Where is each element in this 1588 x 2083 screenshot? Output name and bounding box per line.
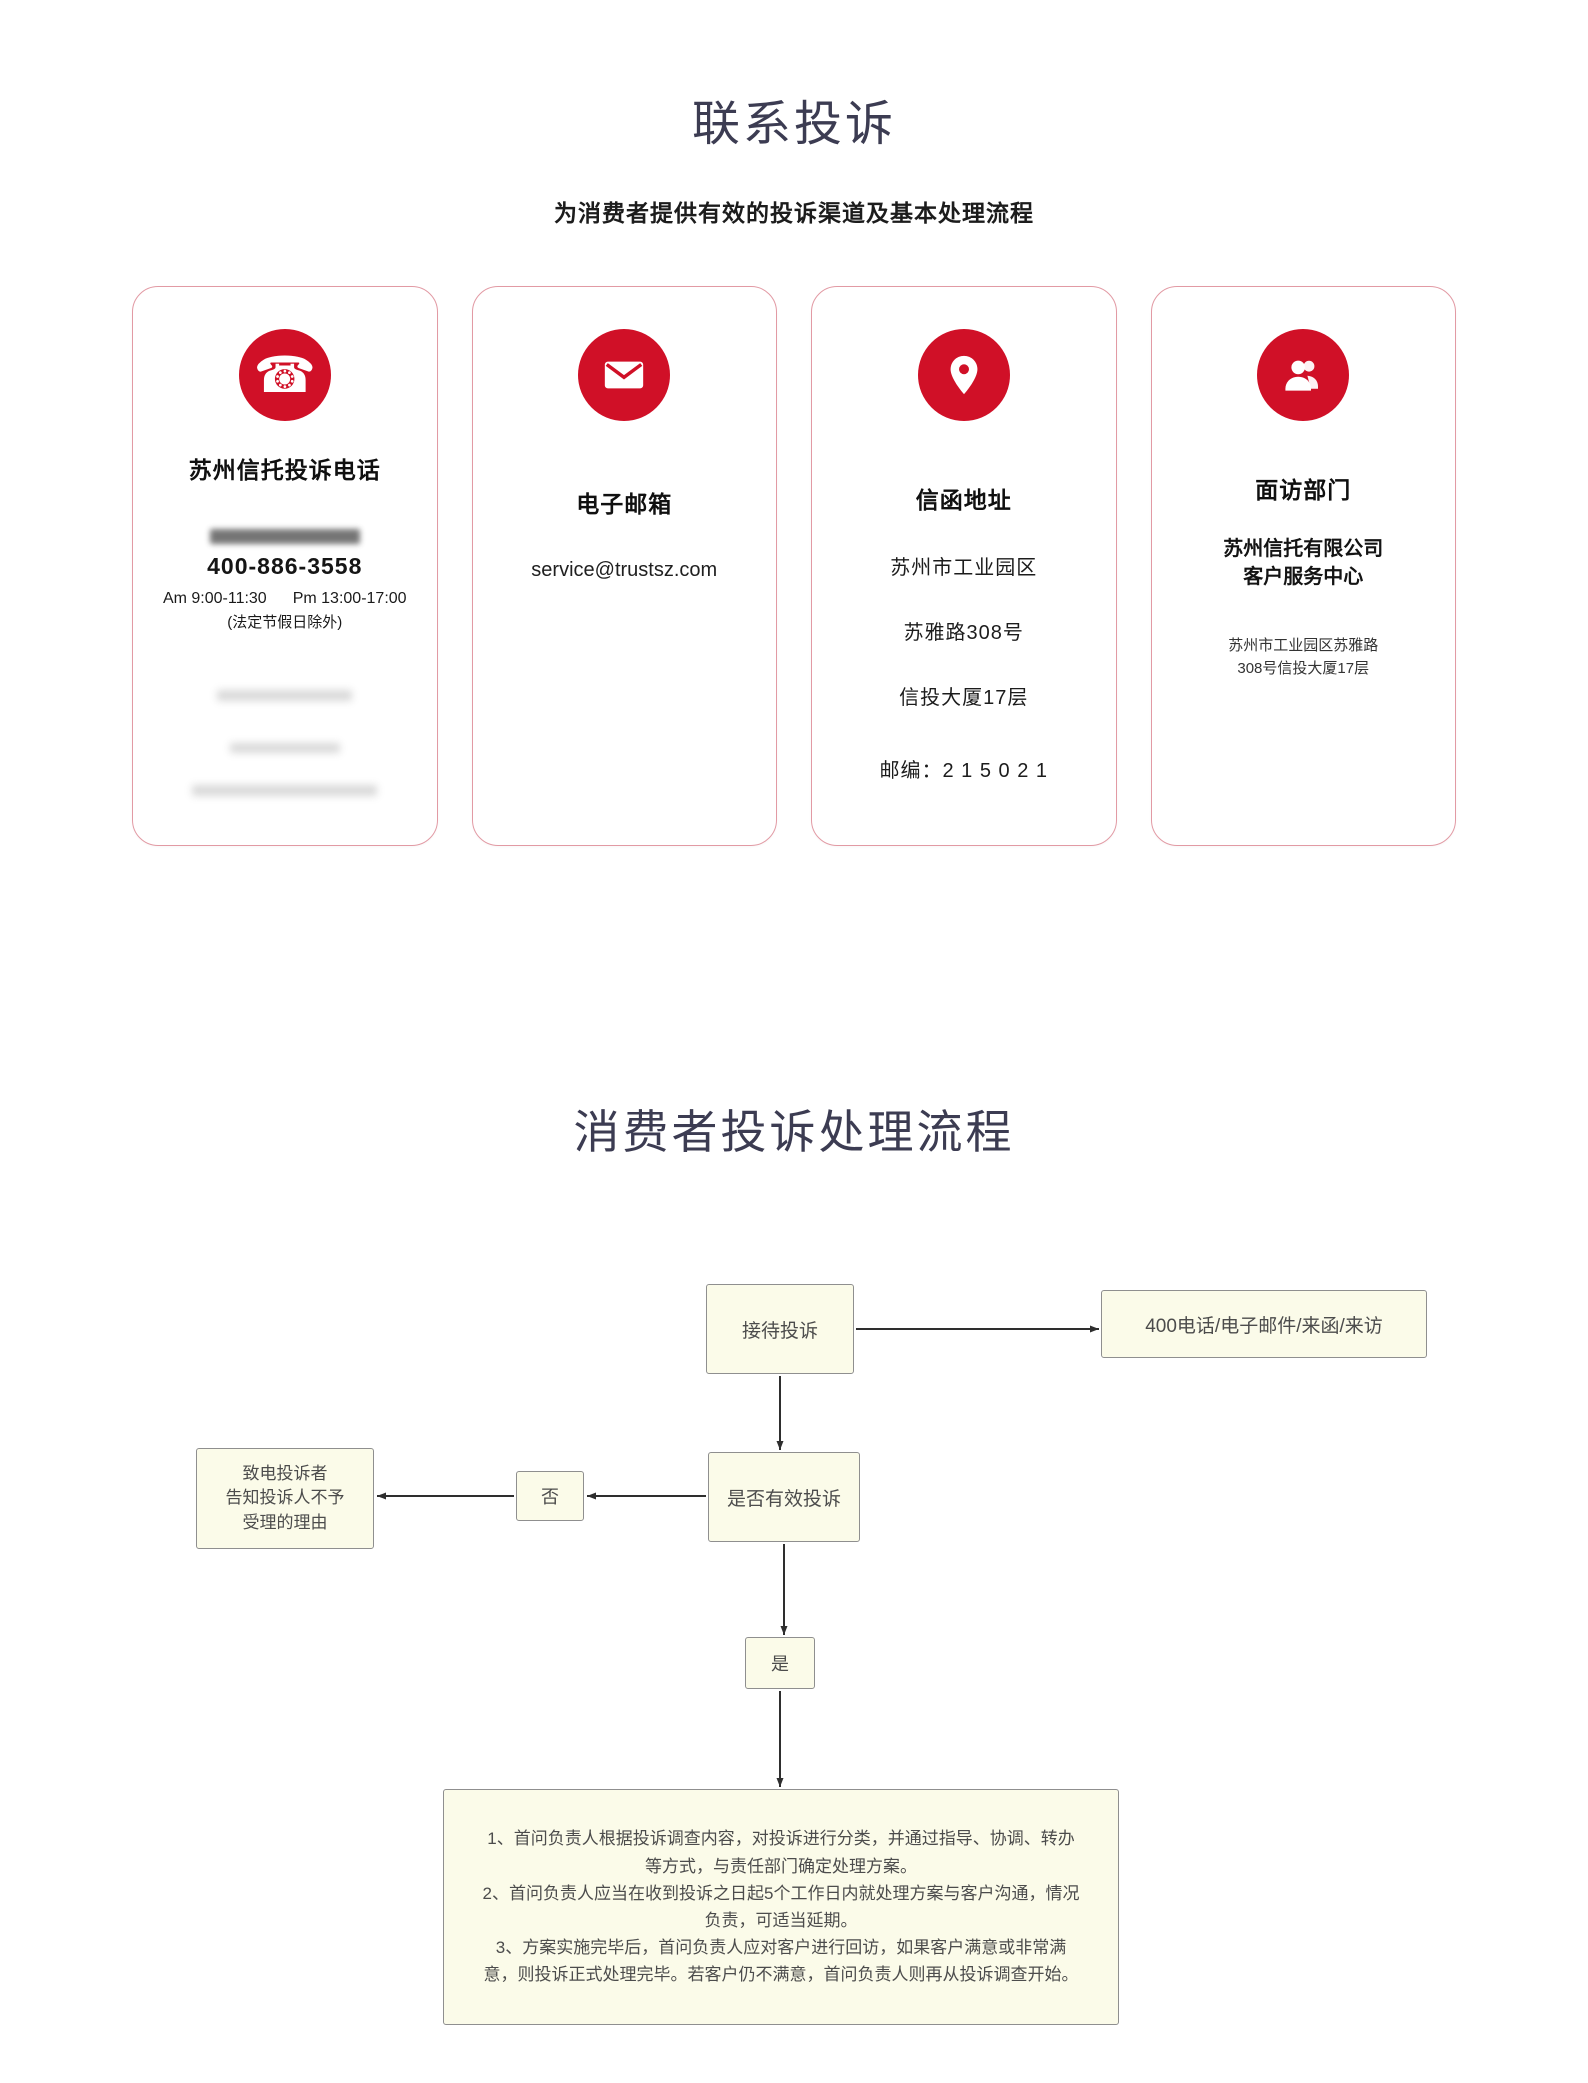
visit-department: 苏州信托有限公司 客户服务中心 bbox=[1223, 538, 1384, 588]
card-mail-title: 信函地址 bbox=[915, 487, 1012, 513]
complaint-flowchart: 接待投诉 400电话/电子邮件/来函/来访 是否有效投诉 否 致电投诉者 告知投… bbox=[0, 1250, 1588, 2083]
person-icon-svg bbox=[1285, 360, 1319, 391]
mail-address-zip: 邮编：2 1 5 0 2 1 bbox=[879, 760, 1049, 782]
card-mail-address: 信函地址 苏州市工业园区 苏雅路308号 信投大厦17层 邮编：2 1 5 0 … bbox=[811, 286, 1117, 846]
page-title: 联系投诉 bbox=[691, 98, 896, 151]
node-no: 否 bbox=[516, 1471, 584, 1521]
blurred-text bbox=[217, 690, 353, 701]
card-email: 电子邮箱 service@trustsz.com bbox=[471, 286, 777, 846]
node-process-steps: 1、首问负责人根据投诉调查内容，对投诉进行分类，并通过指导、协调、转办 等方式，… bbox=[443, 1789, 1119, 2025]
card-email-title: 电子邮箱 bbox=[576, 491, 673, 517]
node-channels: 400电话/电子邮件/来函/来访 bbox=[1101, 1290, 1427, 1358]
visit-address: 苏州市工业园区苏雅路 308号信投大厦17层 bbox=[1228, 637, 1379, 677]
holiday-note: (法定节假日除外) bbox=[227, 614, 343, 631]
service-hours-pm: Pm 13:00-17:00 bbox=[292, 590, 407, 607]
node-reject-notice: 致电投诉者 告知投诉人不予 受理的理由 bbox=[196, 1448, 374, 1549]
contact-cards: ☎ 苏州信托投诉电话 400-886-3558 Am 9:00-11:30 Pm… bbox=[132, 286, 1456, 846]
mail-address-line1: 苏州市工业园区 bbox=[890, 557, 1038, 579]
person-icon bbox=[1257, 329, 1350, 421]
location-icon-svg bbox=[950, 355, 978, 395]
page-subtitle: 为消费者提供有效的投诉渠道及基本处理流程 bbox=[554, 201, 1034, 226]
card-phone-title: 苏州信托投诉电话 bbox=[188, 457, 381, 483]
phone-number: 400-886-3558 bbox=[207, 553, 363, 579]
blurred-text bbox=[192, 785, 378, 796]
card-visit: 面访部门 苏州信托有限公司 客户服务中心 苏州市工业园区苏雅路 308号信投大厦… bbox=[1150, 286, 1456, 846]
node-yes: 是 bbox=[745, 1637, 815, 1689]
location-icon bbox=[917, 329, 1010, 421]
service-hours-am: Am 9:00-11:30 bbox=[162, 590, 267, 607]
phone-glyph: ☎ bbox=[253, 346, 316, 404]
card-visit-title: 面访部门 bbox=[1255, 477, 1352, 503]
mail-icon-svg bbox=[605, 361, 644, 389]
blurred-text bbox=[229, 743, 340, 753]
email-address: service@trustsz.com bbox=[531, 559, 718, 581]
phone-icon: ☎ bbox=[238, 329, 331, 421]
node-valid-check: 是否有效投诉 bbox=[708, 1452, 860, 1542]
blurred-text bbox=[209, 529, 360, 544]
flowchart-section-title: 消费者投诉处理流程 bbox=[573, 1107, 1015, 1158]
mail-icon bbox=[578, 329, 671, 421]
mail-address-line2: 苏雅路308号 bbox=[903, 622, 1024, 644]
service-hours: Am 9:00-11:30 Pm 13:00-17:00 bbox=[163, 590, 407, 608]
node-receive-complaint: 接待投诉 bbox=[706, 1284, 854, 1374]
card-phone: ☎ 苏州信托投诉电话 400-886-3558 Am 9:00-11:30 Pm… bbox=[132, 286, 438, 846]
mail-address-line3: 信投大厦17层 bbox=[899, 687, 1029, 709]
